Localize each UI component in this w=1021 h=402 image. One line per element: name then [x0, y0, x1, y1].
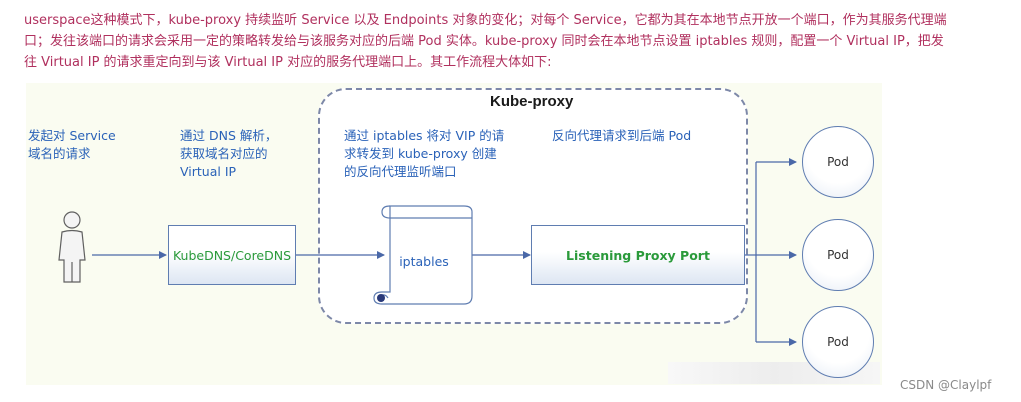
request-label: 发起对 Service 域名的请求 — [28, 128, 116, 161]
pod-circle: Pod — [802, 219, 874, 291]
iptables-scroll-icon — [373, 205, 473, 305]
proxy-label: 反向代理请求到后端 Pod — [552, 128, 692, 143]
dns-label: 通过 DNS 解析， 获取域名对应的 Virtual IP — [180, 128, 278, 179]
kube-proxy-title: Kube-proxy — [490, 93, 574, 110]
intro-paragraph: userspace这种模式下，kube-proxy 持续监听 Service 以… — [24, 10, 1014, 73]
kubedns-coredns-box: KubeDNS/CoreDNS — [168, 225, 296, 285]
proxy-to-pod-connectors — [745, 158, 797, 346]
csdn-watermark: CSDN @Claylpf — [900, 378, 992, 392]
intro-line: userspace这种模式下，kube-proxy 持续监听 Service 以… — [24, 13, 947, 28]
iptables-scroll-label: iptables — [399, 254, 449, 269]
iptables-label: 通过 iptables 将对 VIP 的请 求转发到 kube-proxy 创建… — [344, 128, 505, 179]
listening-proxy-port-box: Listening Proxy Port — [531, 225, 745, 285]
pod-circle: Pod — [802, 126, 874, 198]
pod-circle: Pod — [802, 306, 874, 378]
user-figure-icon — [58, 211, 86, 283]
intro-line: 口；发往该端口的请求会采用一定的策略转发给与该服务对应的后端 Pod 实体。ku… — [24, 34, 944, 49]
intro-line: 往 Virtual IP 的请求重定向到与该 Virtual IP 对应的服务代… — [24, 55, 552, 70]
